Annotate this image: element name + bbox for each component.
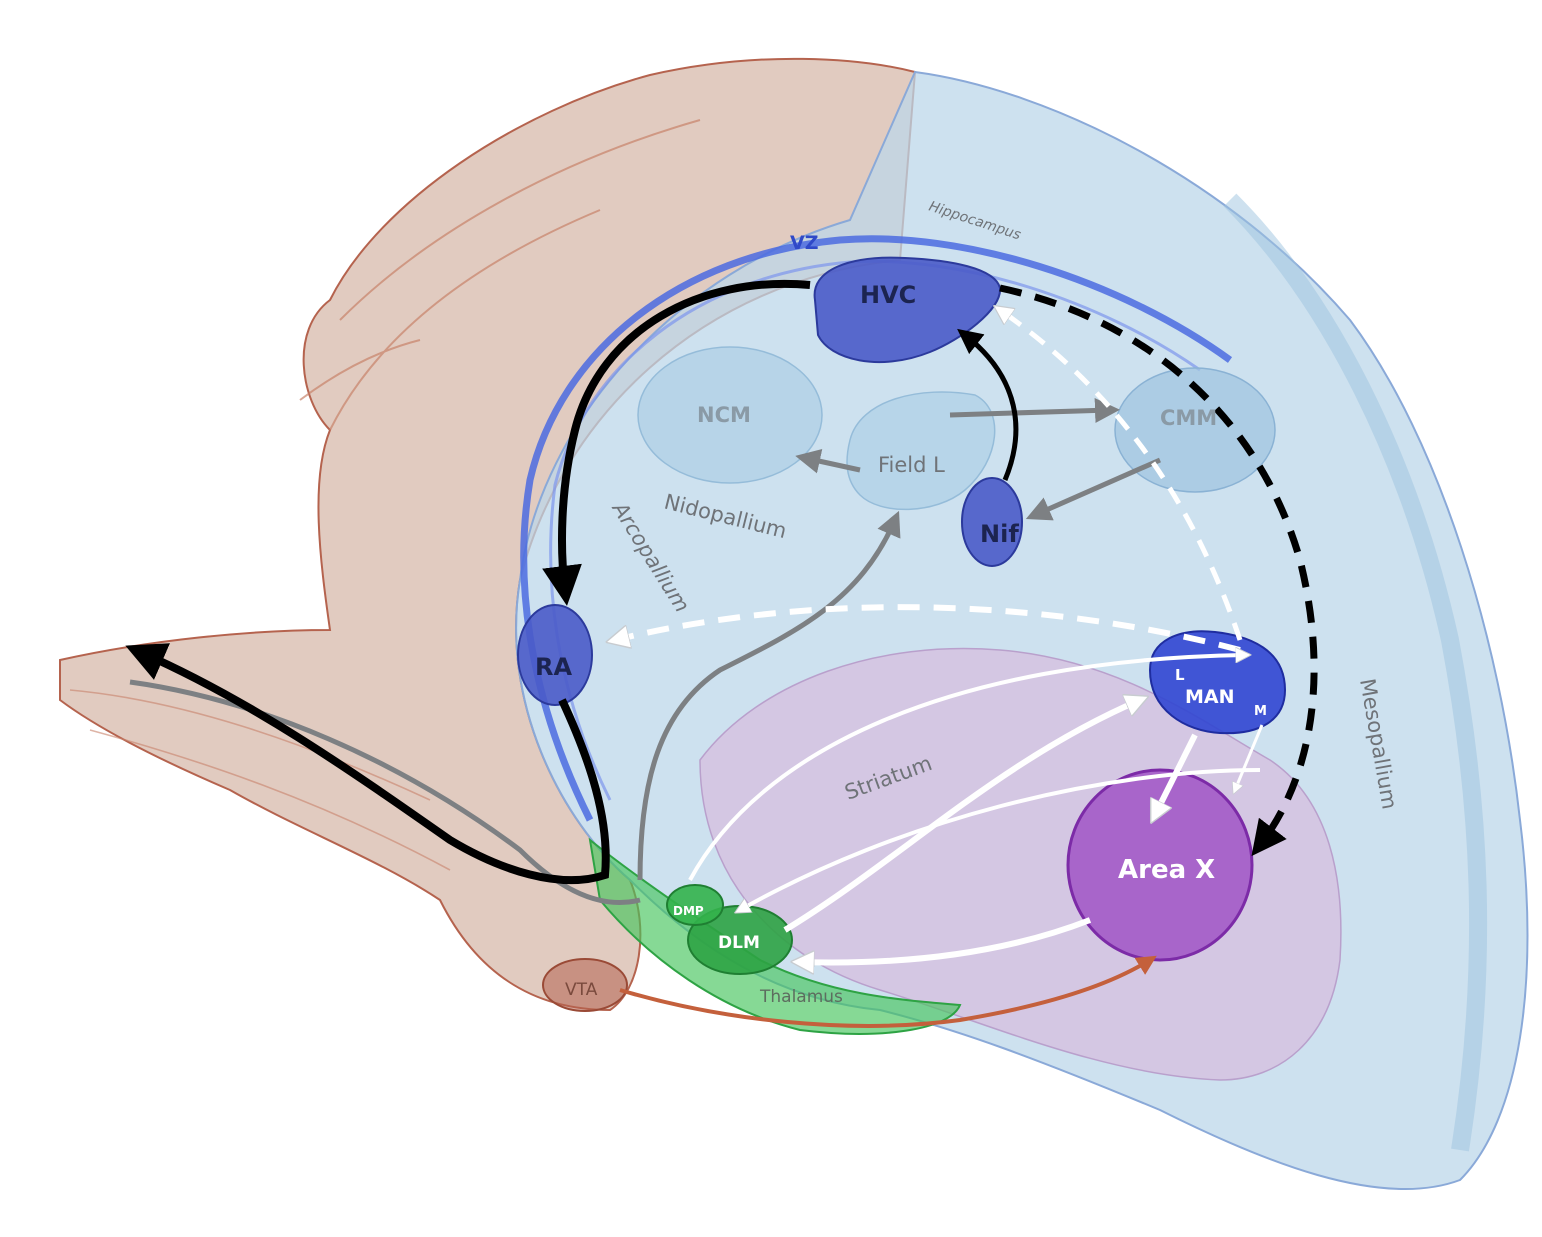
cmm-label: CMM <box>1160 406 1217 430</box>
field-l-label: Field L <box>878 453 945 477</box>
ra-label: RA <box>535 653 572 681</box>
area-x-label: Area X <box>1118 855 1215 885</box>
dlm-label: DLM <box>718 933 760 953</box>
vz-label: VZ <box>790 232 818 254</box>
brain-regions <box>60 59 1528 1189</box>
hvc-label: HVC <box>860 281 916 309</box>
nif-label: Nif <box>980 520 1019 548</box>
vta-label: VTA <box>565 980 598 1000</box>
man-m-label: M <box>1254 704 1267 719</box>
man-label: MAN <box>1185 686 1235 708</box>
ncm-label: NCM <box>697 403 751 427</box>
thalamus-label: Thalamus <box>759 987 843 1007</box>
dmp-label: DMP <box>673 904 704 918</box>
man-l-label: L <box>1175 666 1185 684</box>
